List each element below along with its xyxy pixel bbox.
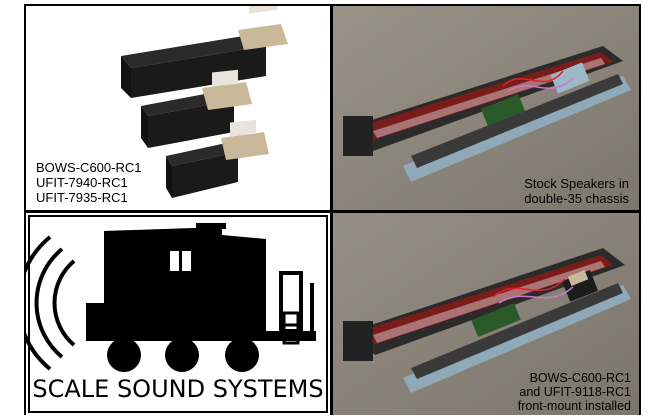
speaker-large [121,6,288,98]
logo-border [28,215,328,413]
speaker-products-caption: BOWS-C600-RC1 UFIT-7940-RC1 UFIT-7935-RC… [36,160,141,205]
wheels-icon [107,338,259,372]
caption-line: and UFIT-9118-RC1 [519,385,631,399]
caption-line: double-35 chassis [524,191,629,206]
installed-chassis-caption: BOWS-C600-RC1 and UFIT-9118-RC1 front-mo… [518,371,631,413]
logo-text: SCALE SOUND SYSTEMS [32,375,324,403]
cab-windows-icon [170,251,191,271]
panel-logo: SCALE SOUND SYSTEMS [26,213,330,415]
caption-line: BOWS-C600-RC1 [36,160,142,175]
locomotive-icon [86,223,316,345]
panel-stock-chassis: Stock Speakers in double-35 chassis [333,6,639,210]
caption-line: BOWS-C600-RC1 [529,371,631,385]
speaker-products-illustration [121,6,288,198]
stock-chassis-caption: Stock Speakers in double-35 chassis [524,176,629,206]
panel-installed-chassis: BOWS-C600-RC1 and UFIT-9118-RC1 front-mo… [333,213,639,415]
scale-sound-systems-logo [26,223,316,372]
caption-line: Stock Speakers in [524,176,629,191]
sound-waves-icon [26,235,76,371]
chassis-stock-photo [333,6,639,210]
caption-line: UFIT-7935-RC1 [36,190,128,205]
chassis-installed-photo [333,213,639,415]
caption-line: UFIT-7940-RC1 [36,175,128,190]
speaker-medium [141,69,252,148]
panel-speaker-products: BOWS-C600-RC1 UFIT-7940-RC1 UFIT-7935-RC… [26,6,330,210]
caption-line: front-mount installed [517,399,631,413]
speaker-small [166,119,269,198]
